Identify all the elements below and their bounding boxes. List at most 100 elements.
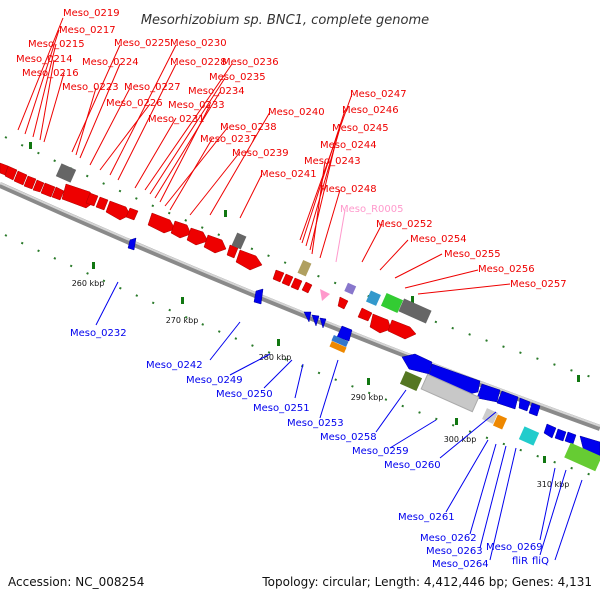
gene-label: Meso_0231 — [148, 114, 205, 125]
genome-backbone-highlight — [0, 182, 600, 427]
gene-label: Meso_0227 — [124, 82, 181, 93]
gene-arrow-reverse — [554, 428, 567, 442]
gene-label: fliQ — [532, 556, 549, 567]
gene-arrow-forward — [13, 170, 28, 186]
gene-block-forward — [235, 249, 263, 271]
gene-label: Meso_0255 — [444, 249, 501, 260]
gene-label: Meso_0260 — [384, 460, 441, 471]
gene-arrow-forward — [337, 296, 349, 310]
gene-label: Meso_0230 — [170, 38, 227, 49]
gene-label: Meso_0226 — [106, 98, 163, 109]
gene-label: Meso_0248 — [320, 184, 377, 195]
reverse-features — [127, 237, 600, 457]
gene-label: Meso_0215 — [28, 39, 85, 50]
gene-arrow-reverse — [543, 423, 557, 439]
feature-box-blue — [365, 290, 381, 306]
feature-box-grey — [231, 232, 247, 250]
gene-label: Meso_0258 — [320, 432, 377, 443]
gene-label: Meso_0263 — [426, 546, 483, 557]
rna-label: Meso_R0005 — [340, 204, 404, 215]
gene-arrow-forward — [290, 277, 303, 291]
gene-label: Meso_0254 — [410, 234, 467, 245]
gene-label: Meso_0223 — [62, 82, 119, 93]
gene-arrow-forward — [51, 186, 65, 201]
rna-leader-line — [335, 209, 346, 263]
gene-label: Meso_0259 — [352, 446, 409, 457]
gene-label: Meso_0214 — [16, 54, 73, 65]
feature-box-light-grey — [420, 373, 480, 413]
gene-arrow-reverse — [518, 397, 531, 412]
genome-backbone — [0, 182, 600, 431]
gene-block-forward — [170, 220, 192, 239]
gene-arrow-reverse — [253, 288, 264, 305]
gene-arrow-forward — [272, 269, 285, 283]
gene-label: Meso_0217 — [59, 25, 116, 36]
gene-arrow-reverse — [564, 431, 577, 445]
gene-label: Meso_0257 — [510, 279, 567, 290]
gene-label: Meso_0238 — [220, 122, 277, 133]
gene-label: Meso_0233 — [168, 100, 225, 111]
accession-text: Accession: NC_008254 — [8, 575, 144, 589]
gene-block-forward — [369, 313, 392, 334]
feature-box-grey — [398, 298, 432, 324]
gene-arrow-reverse — [336, 325, 353, 342]
gene-label: Meso_0249 — [186, 375, 243, 386]
gene-block-reverse — [401, 353, 433, 375]
gene-label: Meso_0225 — [114, 38, 171, 49]
gene-label: Meso_0250 — [216, 389, 273, 400]
gene-label: Meso_0241 — [260, 169, 317, 180]
genome-summary-text: Topology: circular; Length: 4,412,446 bp… — [261, 575, 592, 589]
gene-arrow-reverse — [311, 314, 320, 327]
gene-label: Meso_0251 — [253, 403, 310, 414]
reverse-leader-lines — [95, 281, 583, 561]
gene-arrow-forward — [32, 179, 45, 193]
gene-label: Meso_0240 — [268, 107, 325, 118]
gene-label: Meso_0245 — [332, 123, 389, 134]
gene-arrow-forward — [23, 175, 37, 190]
inner-tick-guide — [4, 234, 600, 479]
gene-label: Meso_0256 — [478, 264, 535, 275]
gene-label: Meso_0216 — [22, 68, 79, 79]
tick-label-310kbp: 310 kbp — [537, 480, 570, 489]
gene-block-forward — [203, 234, 227, 254]
tick-label-280kbp: 280 kbp — [259, 353, 292, 362]
rna-feature — [320, 289, 330, 301]
gene-label: Meso_0224 — [82, 57, 139, 68]
gene-arrow-forward — [125, 207, 139, 221]
gene-arrow-forward — [281, 273, 294, 287]
gene-block-forward — [387, 319, 417, 340]
forward-leader-lines — [17, 17, 511, 295]
gene-label: Meso_0232 — [70, 328, 127, 339]
gene-arrow-forward — [85, 192, 99, 207]
gene-arrow-reverse — [528, 402, 541, 417]
gene-label: Meso_0228 — [170, 57, 227, 68]
gene-label: Meso_0219 — [63, 8, 120, 19]
tick-label-300kbp: 300 kbp — [444, 435, 477, 444]
gene-arrow-reverse — [127, 237, 137, 251]
gene-arrow-forward — [301, 281, 313, 294]
gene-arrow-forward — [357, 307, 373, 322]
gene-block-reverse — [476, 383, 501, 403]
gene-label: Meso_0236 — [222, 57, 279, 68]
gene-arrow-reverse — [303, 311, 312, 323]
gene-label: Meso_0235 — [209, 72, 266, 83]
gene-label: Meso_0243 — [304, 156, 361, 167]
tick-label-260kbp: 260 kbp — [72, 279, 105, 288]
forward-features — [0, 162, 417, 340]
feature-box-orange — [492, 414, 508, 430]
feature-box-orange — [329, 341, 347, 353]
reverse-labels: Meso_0232 Meso_0242 Meso_0249 Meso_0250 … — [70, 328, 549, 570]
gene-arrow-reverse — [319, 317, 327, 329]
gene-block-forward — [105, 200, 131, 221]
gene-label: Meso_0264 — [432, 559, 489, 570]
feature-box-olive — [399, 370, 423, 392]
feature-box-grey — [55, 163, 77, 183]
gene-label: Meso_0239 — [232, 148, 289, 159]
gene-arrow-forward — [95, 196, 109, 211]
forward-labels: Meso_0219 Meso_0217 Meso_0215 Meso_0214 … — [16, 8, 567, 290]
gene-block-reverse — [496, 390, 519, 410]
gene-arrow-forward — [4, 165, 18, 181]
gene-block-forward — [186, 227, 209, 246]
feature-box-cyan — [518, 426, 540, 446]
